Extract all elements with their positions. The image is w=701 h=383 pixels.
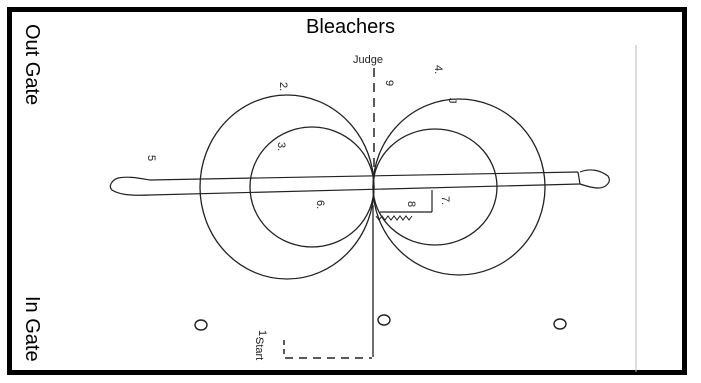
rollback-left [109,176,151,196]
hand-mark: J [446,98,458,104]
marker-5: 5 [145,155,157,161]
marker-8: 8 [405,201,417,207]
cone-right [553,318,567,330]
rundown-end-right [577,171,581,185]
marker-1: 1. [256,330,268,339]
cone-center [377,314,391,326]
marker-2: 2. [277,82,289,91]
marker-4: 4. [432,65,444,74]
arena-fence [7,7,687,375]
large-circle-left [199,94,375,280]
marker-7: 7. [439,196,451,205]
cone-left [194,319,208,331]
small-circle-right [372,128,498,246]
rundown-line-bottom [149,183,581,196]
marker-start: Start [253,337,265,360]
marker-9: 9 [383,80,395,86]
rundown-line-top [149,171,579,181]
marker-3: 3. [275,142,287,151]
marker-6: 6. [314,200,326,209]
back-up-squiggle [375,215,413,221]
bleachers-label: Bleachers [306,16,395,38]
judge-label: Judge [353,54,383,66]
small-circle-left [249,126,375,248]
rollback-right [579,169,610,189]
